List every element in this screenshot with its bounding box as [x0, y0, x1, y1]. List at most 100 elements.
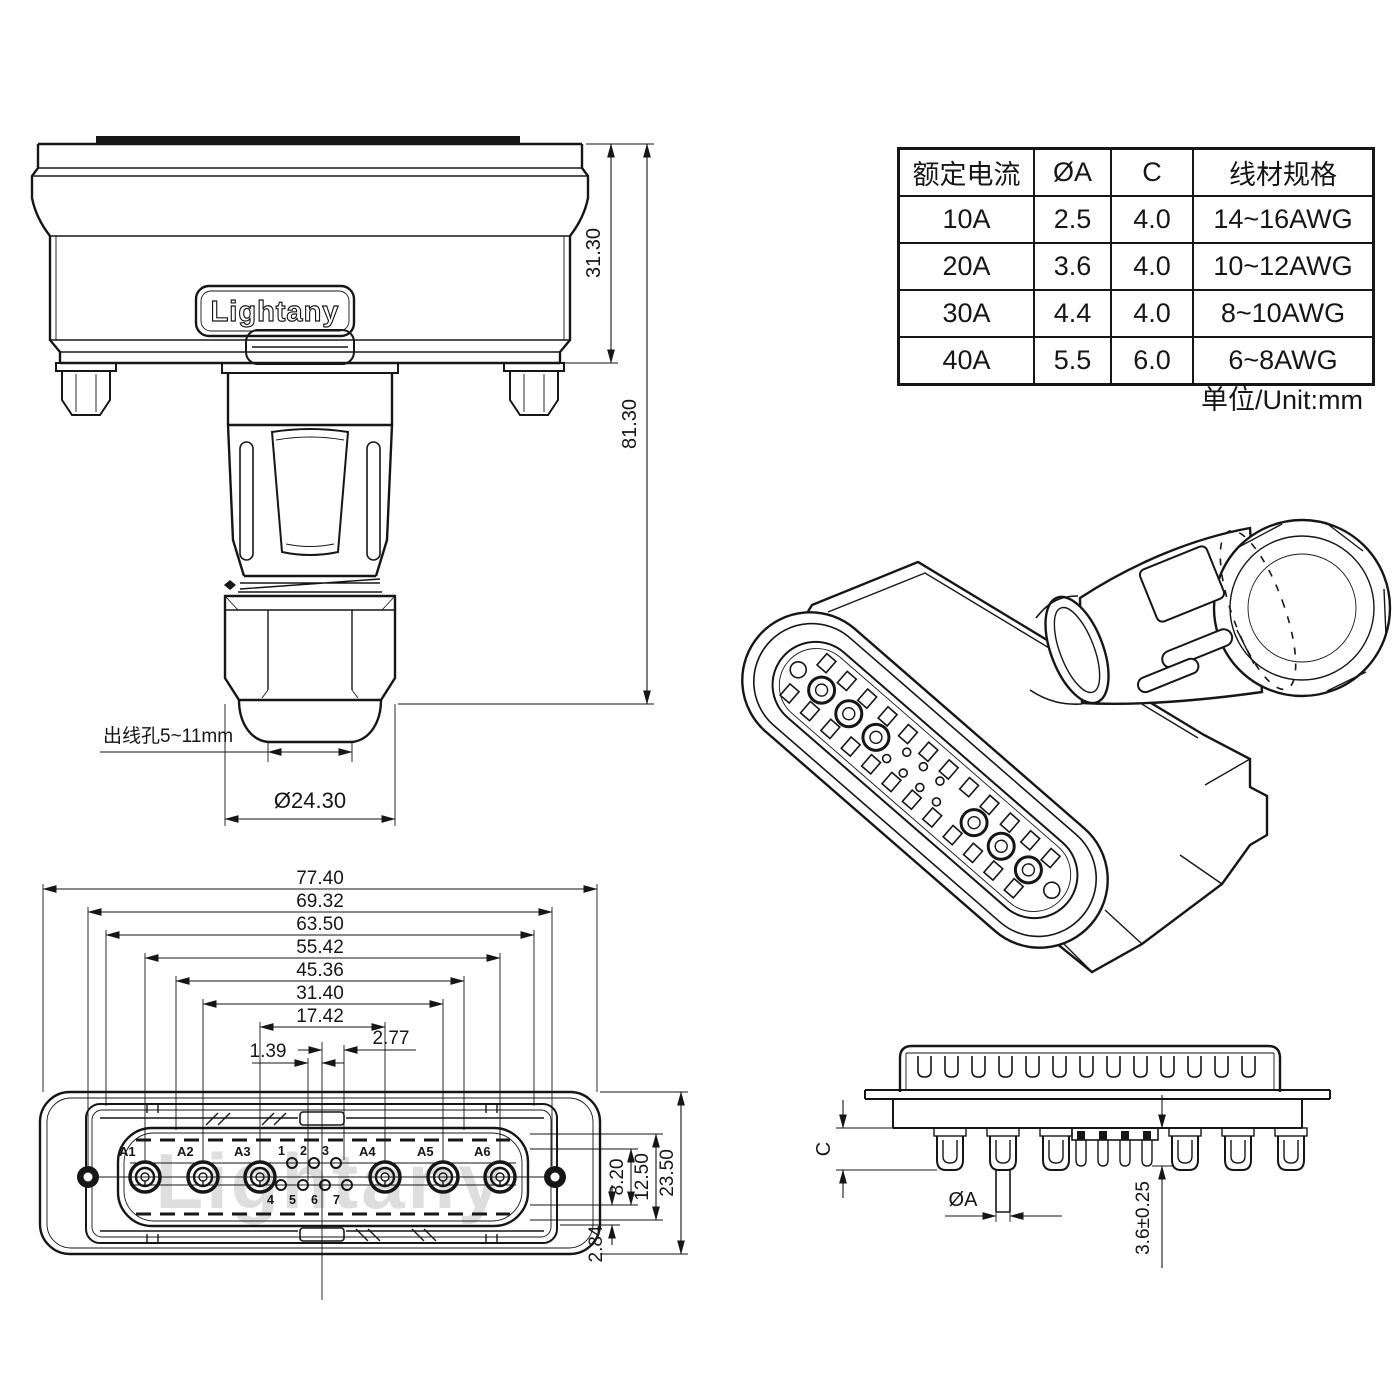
isometric-view [741, 518, 1392, 974]
iso-screw-hole [789, 660, 808, 679]
side-elevation-view: Lightany [30, 136, 654, 826]
spec-row: 20A 3.6 4.0 10~12AWG [897, 242, 1375, 291]
iso-faceplate [741, 611, 1109, 949]
dim-cable-hole-label: 出线孔5~11mm [103, 725, 233, 747]
dim-chain-value: 45.36 [296, 960, 344, 981]
logo-text: Lightany [211, 296, 340, 328]
spec-cell: 30A [897, 289, 1035, 338]
power-contact-label: A5 [417, 1144, 434, 1159]
front-view: Lightany A1 A2 [38, 868, 688, 1300]
iso-gland [1029, 518, 1392, 705]
grip-pad [270, 428, 350, 556]
dim-pin-zone: 8.20 [607, 1159, 628, 1196]
strain-relief-boot [221, 362, 399, 578]
spec-header-cell: 线材规格 [1192, 147, 1375, 197]
dim-body-height: 23.50 [657, 1149, 678, 1197]
signal-pin-label: 5 [289, 1193, 296, 1207]
spec-cell: 4.0 [1110, 242, 1194, 291]
spec-cell: 2.5 [1033, 195, 1112, 244]
spec-cell: 6.0 [1110, 336, 1194, 386]
spec-cell: 14~16AWG [1192, 195, 1375, 244]
spec-cell: 10~12AWG [1192, 242, 1375, 291]
front-dim-chain: 77.40 69.32 63.50 55.42 45.36 31.40 17.4… [42, 868, 598, 1181]
gland-nut [223, 594, 397, 702]
iso-gland-slot [1161, 628, 1234, 669]
power-contact-label: A6 [474, 1144, 491, 1159]
dim-chain-value: 2.77 [373, 1028, 410, 1049]
dim-tail-length: C [813, 1142, 835, 1156]
iso-gland-window [1138, 545, 1226, 623]
hood-outline [30, 142, 590, 365]
section-view: C ØA 3.6±0.25 [813, 1044, 1331, 1268]
spec-cell: 6~8AWG [1192, 336, 1375, 386]
logo-plate: Lightany [194, 284, 356, 338]
iso-power-contacts [807, 675, 1043, 885]
dim-hood-height: 31.30 [583, 228, 605, 278]
grip-slot-right [366, 441, 381, 561]
dim-chain-value: 1.39 [250, 1041, 287, 1062]
iso-gland-slot [1136, 657, 1200, 694]
dim-chain-value: 63.50 [296, 914, 344, 935]
dim-row-offset: 2.84 [586, 1225, 607, 1262]
front-mounting-holes [77, 1166, 566, 1188]
spec-cell: 4.0 [1110, 195, 1194, 244]
spec-row: 30A 4.4 4.0 8~10AWG [897, 289, 1375, 338]
dim-chain-value: 69.32 [296, 891, 344, 912]
power-contact-label: A3 [234, 1144, 251, 1159]
side-view-dimensions: 31.30 81.30 出线孔5~11mm Ø24.30 [100, 143, 654, 826]
spec-cell: 4.4 [1033, 289, 1112, 338]
power-contact-label: A1 [119, 1144, 136, 1159]
signal-pin-label: 2 [300, 1144, 307, 1158]
spec-header-cell: 额定电流 [897, 147, 1035, 197]
spec-cell: 40A [897, 336, 1035, 386]
spec-header-row: 额定电流 ØA C 线材规格 [897, 147, 1375, 197]
signal-pin-label: 1 [278, 1144, 285, 1158]
front-power-contacts: A1 A2 A3 A4 A5 A6 [119, 1144, 517, 1194]
gland-dome [237, 699, 383, 744]
mounting-leg-left [55, 362, 117, 416]
section-slots [917, 1056, 1256, 1078]
power-contact-label: A2 [177, 1144, 194, 1159]
dim-chain-value: 31.40 [296, 983, 344, 1004]
signal-pin-label: 3 [322, 1144, 329, 1158]
spec-cell: 3.6 [1033, 242, 1112, 291]
section-shell [898, 1044, 1282, 1092]
dim-chain-value: 77.40 [296, 868, 344, 889]
spec-row: 10A 2.5 4.0 14~16AWG [897, 195, 1375, 244]
front-body-outline [38, 1090, 602, 1256]
section-flange [864, 1089, 1331, 1100]
dim-pin-offset: 3.6±0.25 [1133, 1181, 1154, 1255]
signal-pin-label: 7 [333, 1193, 340, 1207]
spec-header-cell: C [1110, 147, 1194, 197]
hood-top-gasket [96, 136, 520, 144]
dim-pin-diameter: ØA [949, 1189, 979, 1211]
signal-pin-label: 4 [267, 1193, 274, 1207]
section-power-contacts [933, 1127, 1308, 1213]
front-height-dims: 8.20 12.50 23.50 2.84 [530, 1091, 688, 1262]
section-dimensions: C ØA 3.6±0.25 [813, 1095, 1174, 1268]
spec-header-cell: ØA [1033, 147, 1112, 197]
mounting-leg-right [503, 362, 565, 416]
grip-slot-left [239, 441, 254, 561]
spec-cell: 4.0 [1110, 289, 1194, 338]
spec-table: 额定电流 ØA C 线材规格 10A 2.5 4.0 14~16AWG 20A … [897, 147, 1375, 386]
dim-total-height: 81.30 [619, 399, 641, 449]
spec-cell: 8~10AWG [1192, 289, 1375, 338]
iso-screw-hole [1042, 881, 1061, 900]
unit-note: 单位/Unit:mm [1201, 385, 1363, 415]
front-gasket-dashes [136, 1138, 510, 1216]
iso-signal-pins [881, 747, 945, 807]
spec-cell: 20A [897, 242, 1035, 291]
dim-insert-height: 12.50 [632, 1153, 653, 1201]
spec-row: 40A 5.5 6.0 6~8AWG [897, 336, 1375, 386]
spec-cell: 10A [897, 195, 1035, 244]
section-signal-pins [1071, 1127, 1159, 1167]
dim-chain-value: 17.42 [296, 1006, 344, 1027]
iso-insert-holes [779, 652, 1062, 899]
dim-chain-value: 55.42 [296, 937, 344, 958]
power-contact-label: A4 [359, 1144, 376, 1159]
spec-cell: 5.5 [1033, 336, 1112, 386]
gland-collar [224, 578, 382, 593]
